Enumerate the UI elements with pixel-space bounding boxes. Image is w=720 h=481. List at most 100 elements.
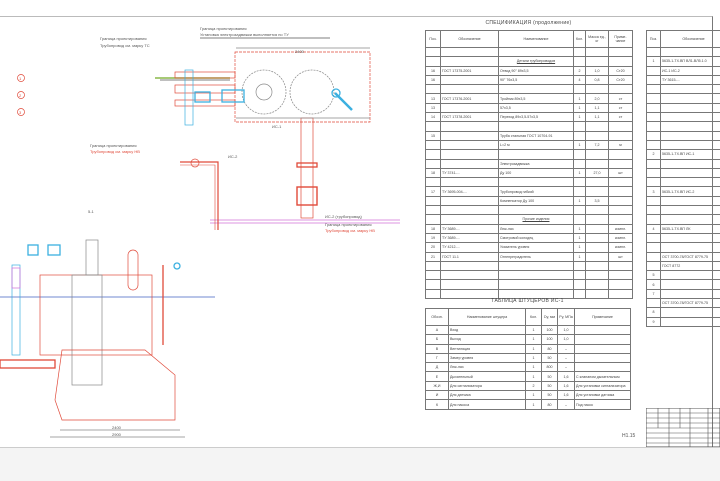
table-cell: В [426,344,449,353]
table-row [426,48,633,57]
table-cell [661,289,720,298]
table-cell [586,57,609,66]
table-row [647,159,720,168]
column-header: Масса ед., кг [586,31,609,48]
table-cell [647,178,661,187]
table-cell: 2 [526,381,542,390]
table-cell: Смотровой колодец [499,233,574,242]
table-cell [586,224,609,233]
column-header: Наименование [499,31,574,48]
table-cell [586,243,609,252]
pipe [175,72,235,78]
table-cell: 5635-1-ТХ.ВП ЛК [661,224,720,233]
table-cell: 1 [574,243,586,252]
table-cell: 2,0 [586,94,609,103]
table-cell: ГОСТ 17376-2001 [441,94,499,103]
table-cell [441,85,499,94]
table-cell [609,48,633,57]
table-cell [586,252,609,261]
table-cell [441,178,499,187]
table-cell [661,113,720,122]
table-cell: L=2 м [499,140,574,149]
table-cell: Люк-лаз [449,363,526,372]
table-cell: шт [609,252,633,261]
table-cell [647,168,661,177]
table-cell [661,206,720,215]
table-cell [426,48,441,57]
table-cell: 0,8 [586,75,609,84]
table-row [647,140,720,149]
table-cell [661,271,720,280]
table-cell [661,140,720,149]
table-cell [661,94,720,103]
table-cell [647,299,661,308]
table-cell [574,215,586,224]
table-cell: компл. [609,243,633,252]
table-cell: ГОСТ 17378-2001 [441,113,499,122]
table-cell: Для насоса [449,400,526,409]
table-row [426,261,633,270]
table-cell [661,48,720,57]
table-cell: 1 [526,353,542,362]
column-header: Обозначение [661,31,720,48]
table-cell [661,233,720,242]
table-cell [499,261,574,270]
pipe-label: ИС-2 (трубопровод) [325,214,363,219]
table-row [647,178,720,187]
table-cell [586,206,609,215]
bottom-strip [0,447,720,481]
table-cell: ст [609,103,633,112]
table-cell [574,122,586,131]
table-cell [609,178,633,187]
table-cell [661,122,720,131]
table-cell: Люк-лаз [499,224,574,233]
table-cell: Для датчика [449,391,526,400]
table-cell [647,215,661,224]
table-cell [647,206,661,215]
table-cell: – [558,344,575,353]
column-header: Наименование штуцера [449,309,526,326]
table-cell [441,140,499,149]
table-cell [661,103,720,112]
table-cell [574,261,586,270]
table-cell [426,196,441,205]
table-cell: 50 [542,353,558,362]
table-cell: 13 [426,94,441,103]
table-cell: 1 [574,168,586,177]
table-cell: 57х3,5 [499,103,574,112]
table-cell [426,206,441,215]
table-cell: ТУ 3615-... [661,75,720,84]
table-cell: ОСТ 3700-78/ГОСТ 8779-75 [661,252,720,261]
table-cell: компл. [609,224,633,233]
table-cell: Указатель уровня [499,243,574,252]
table-cell [609,271,633,280]
table-cell [609,85,633,94]
table-cell [441,103,499,112]
table-cell [586,233,609,242]
table-cell: Тройник 89х3,5 [499,94,574,103]
boundary-note: Граница проектирования [100,36,147,41]
table-cell [647,131,661,140]
table-cell [574,131,586,140]
table-cell: 3,5 [586,196,609,205]
table-cell: Отвод 90° 89х3,5 [499,66,574,75]
table-cell: Под насос [575,400,631,409]
table-cell [586,48,609,57]
table-cell [609,131,633,140]
table-cell: 1 [574,140,586,149]
table-cell: 1 [526,363,542,372]
table-cell: 9 [647,317,661,326]
table-cell [647,48,661,57]
table-cell: 20 [426,243,441,252]
table-cell: 1 [574,94,586,103]
table-cell [574,206,586,215]
pipe [175,100,235,106]
hatch-inner [256,84,272,100]
